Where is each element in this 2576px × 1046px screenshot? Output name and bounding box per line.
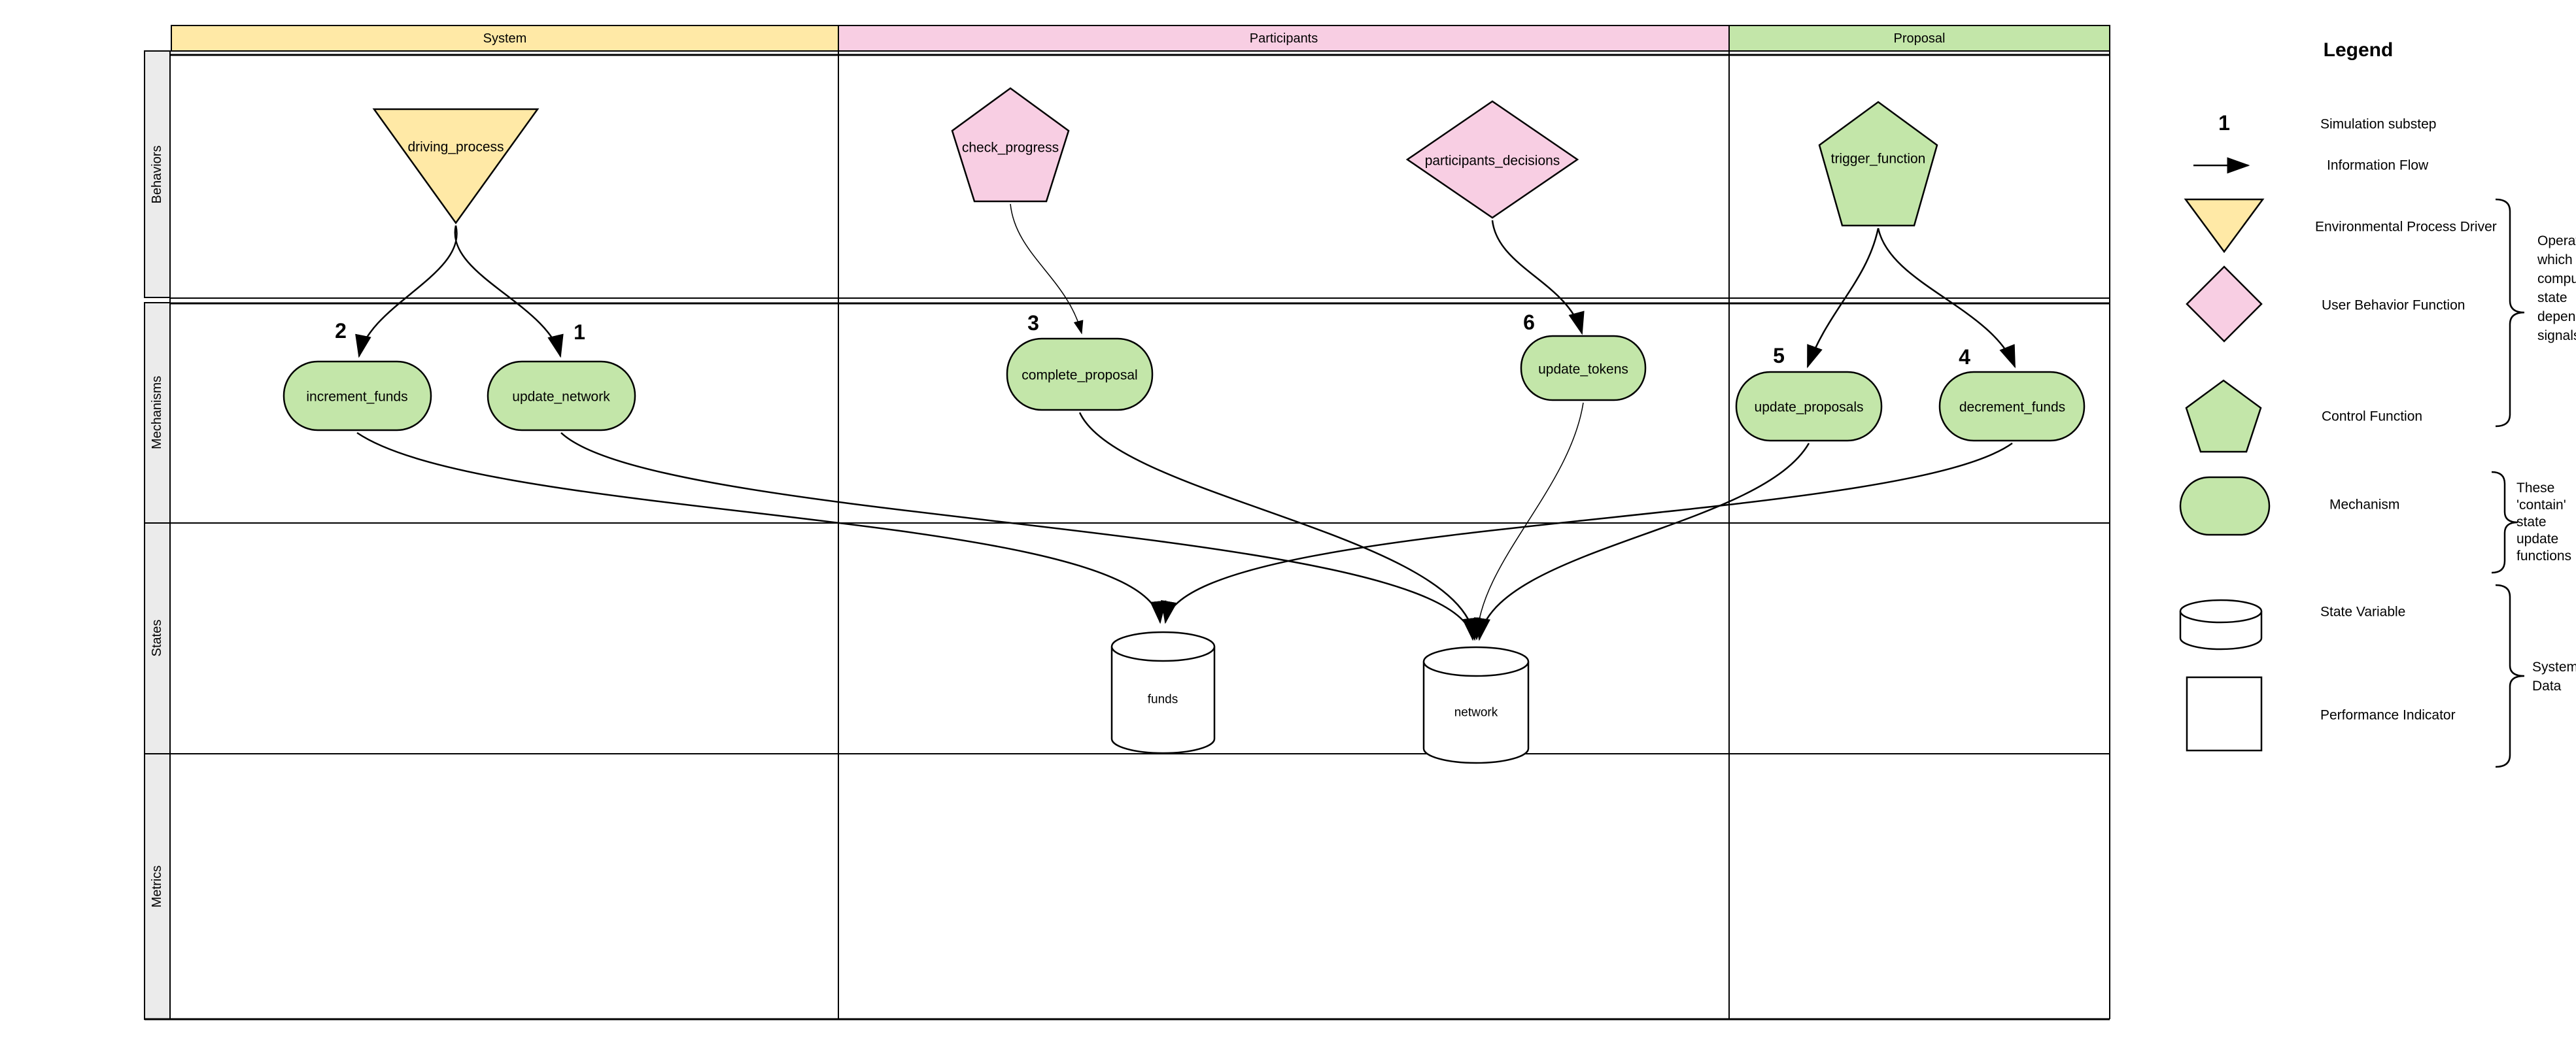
annotation-contain: These 'contain' state update functions xyxy=(2516,481,2571,564)
node-label-update-network: update_network xyxy=(512,390,610,405)
state-variable-cylinder-funds-top xyxy=(1110,631,1216,662)
annotation-contain-line1: These xyxy=(2516,481,2554,496)
mechanism-shape-increment-funds xyxy=(283,360,432,431)
node-label-trigger-function: trigger_function xyxy=(1831,152,1926,167)
edge-trigger-function-to-decrement-funds xyxy=(1877,228,2016,369)
legend-label-simulation-substep: Simulation substep xyxy=(2320,117,2436,132)
mechanism-icon xyxy=(2179,476,2271,536)
environmental-process-driver-shape-driving-process xyxy=(372,108,540,225)
row-header-label-states: States xyxy=(150,620,164,657)
mechanism-nodes: increment_funds update_network complete_… xyxy=(283,335,2086,442)
edge-update-tokens-to-network xyxy=(1472,402,1584,641)
legend-substep-symbol: 1 xyxy=(2218,111,2230,135)
mechanism-shape-update-tokens xyxy=(1520,335,1647,401)
node-label-increment-funds: increment_funds xyxy=(306,390,407,405)
column-header-label-proposal: Proposal xyxy=(1894,31,1946,46)
edge-increment-funds-to-funds xyxy=(356,431,1167,624)
substep-number-5: 5 xyxy=(1773,344,1785,367)
node-label-check-progress: check_progress xyxy=(962,141,1059,156)
annotation-operators-line6: signals xyxy=(2537,328,2576,343)
substep-number-6: 6 xyxy=(1523,311,1535,334)
control-function-shape-trigger-function xyxy=(1818,101,1938,227)
edge-complete-proposal-to-network xyxy=(1078,412,1481,641)
column-header-system xyxy=(171,25,839,52)
grid-lines xyxy=(145,51,2110,1021)
edge-participants-decisions-to-update-tokens xyxy=(1491,220,1585,335)
legend-label-user-behavior-function: User Behavior Function xyxy=(2322,298,2465,313)
node-label-funds: funds xyxy=(1148,693,1178,707)
legend-label-state-variable: State Variable xyxy=(2320,605,2405,620)
annotation-operators-line3: compute xyxy=(2537,271,2576,286)
annotation-operators-line2: which xyxy=(2537,252,2573,267)
annotation-contain-line4: update xyxy=(2516,531,2558,547)
column-header-label-system: System xyxy=(483,31,527,46)
edge-update-network-to-network xyxy=(560,432,1479,641)
user-behavior-function-icon xyxy=(2186,265,2263,343)
substep-numbers: 2 1 3 6 5 4 xyxy=(335,311,1970,369)
brace-system-data-group xyxy=(2495,584,2525,768)
annotation-operators-line5: dependent xyxy=(2537,309,2576,324)
performance-indicator-icon xyxy=(2186,676,2263,752)
annotation-system-data-line1: System xyxy=(2532,660,2576,675)
edge-trigger-function-to-update-proposals xyxy=(1806,228,1880,369)
legend-label-information-flow: Information Flow xyxy=(2327,158,2429,173)
column-header-proposal xyxy=(1728,25,2110,52)
substep-number-4: 4 xyxy=(1959,345,1970,369)
environmental-process-driver-icon xyxy=(2184,198,2265,254)
mechanism-shape-decrement-funds xyxy=(1938,371,2086,442)
control-function-icon xyxy=(2185,379,2262,453)
mechanism-shape-update-network xyxy=(487,360,636,431)
behavior-nodes: driving_process check_progress participa… xyxy=(372,87,1938,227)
legend-label-performance-indicator: Performance Indicator xyxy=(2320,708,2456,723)
row-header-label-mechanisms: Mechanisms xyxy=(150,376,164,449)
annotation-contain-line2: 'contain' xyxy=(2516,498,2566,513)
node-label-update-proposals: update_proposals xyxy=(1755,400,1864,415)
row-headers: Behaviors Mechanisms States Metrics xyxy=(144,50,171,1020)
mechanism-shape-update-proposals xyxy=(1735,371,1883,442)
edge-decrement-funds-to-funds xyxy=(1161,442,2013,624)
edge-driving-process-to-update-network xyxy=(454,225,564,358)
legend: Legend 1 Simulation substep Information … xyxy=(2179,39,2576,768)
edges xyxy=(355,203,2016,641)
substep-number-2: 2 xyxy=(335,319,347,343)
state-variable-icon-top xyxy=(2179,599,2263,624)
node-label-network: network xyxy=(1454,706,1498,720)
node-label-update-tokens: update_tokens xyxy=(1538,362,1628,377)
state-variable-cylinder-funds-body xyxy=(1110,647,1216,754)
state-variable-cylinder-network-top xyxy=(1422,646,1530,677)
edge-check-progress-to-complete-proposal xyxy=(1010,203,1084,335)
state-nodes: funds network xyxy=(1110,631,1530,764)
node-label-driving-process: driving_process xyxy=(407,140,504,155)
annotation-system-data: System Data xyxy=(2532,660,2576,694)
legend-label-control-function: Control Function xyxy=(2322,409,2422,424)
brace-operators-group xyxy=(2495,198,2525,428)
annotation-operators-line4: state xyxy=(2537,290,2567,305)
annotation-system-data-line2: Data xyxy=(2532,679,2562,694)
annotation-contain-line5: functions xyxy=(2516,548,2571,564)
state-variable-cylinder-network-body xyxy=(1422,662,1530,764)
row-header-label-metrics: Metrics xyxy=(150,866,164,907)
edge-update-proposals-to-network xyxy=(1474,443,1810,641)
legend-title: Legend xyxy=(2324,39,2394,61)
node-label-decrement-funds: decrement_funds xyxy=(1959,400,2065,415)
node-label-complete-proposal: complete_proposal xyxy=(1022,368,1137,383)
node-label-participants-decisions: participants_decisions xyxy=(1425,154,1560,169)
edge-driving-process-to-increment-funds xyxy=(355,225,458,358)
row-header-label-behaviors: Behaviors xyxy=(150,146,164,204)
column-headers: System Participants Proposal xyxy=(171,25,2110,52)
column-header-label-participants: Participants xyxy=(1250,31,1318,46)
legend-label-mechanism: Mechanism xyxy=(2329,498,2399,513)
row-header-states xyxy=(144,522,171,754)
substep-number-1: 1 xyxy=(574,320,585,344)
brace-contain-group xyxy=(2491,471,2518,574)
annotation-contain-line3: state xyxy=(2516,515,2547,530)
user-behavior-function-shape-participants-decisions xyxy=(1405,100,1579,219)
user-behavior-function-shape-check-progress xyxy=(951,87,1070,203)
legend-label-environmental-process-driver: Environmental Process Driver xyxy=(2315,220,2497,235)
column-header-participants xyxy=(838,25,1730,52)
substep-number-3: 3 xyxy=(1027,311,1039,335)
annotation-operators: Operators which compute state dependent … xyxy=(2537,233,2576,343)
annotation-operators-line1: Operators xyxy=(2537,233,2576,248)
mechanism-shape-complete-proposal xyxy=(1006,337,1154,411)
